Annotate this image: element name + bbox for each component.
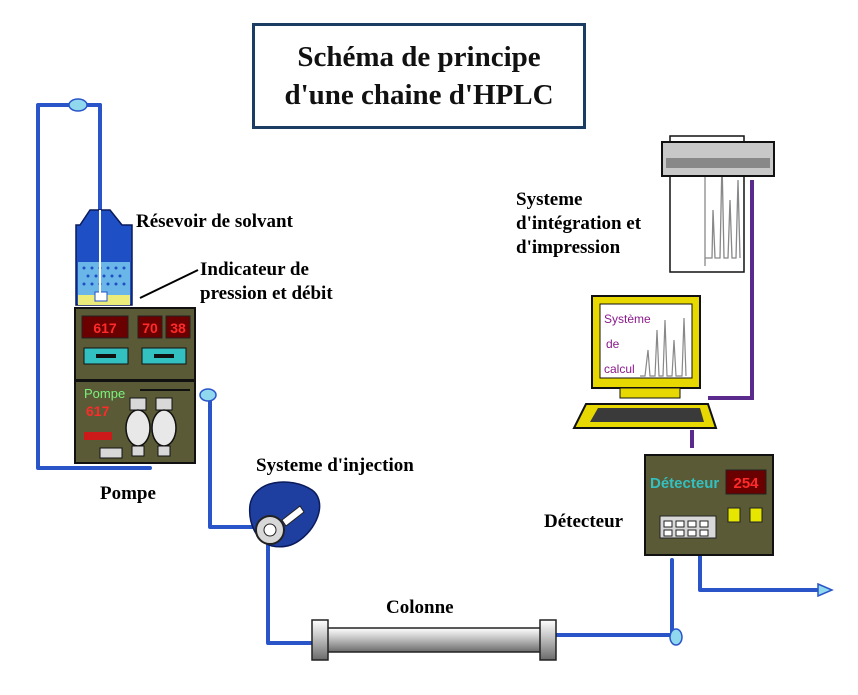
fitting-column-out-icon (669, 628, 683, 646)
label-integration: Systeme d'intégration et d'impression (516, 188, 641, 260)
pump-unit: Pompe 617 (74, 380, 196, 464)
label-integration-line1: Systeme (516, 189, 583, 210)
detector-connectors (659, 515, 717, 539)
label-integration-line2: d'intégration et (516, 213, 642, 234)
detector-display-label: Détecteur (650, 475, 719, 492)
flow-readout-2: 38 (170, 320, 186, 336)
tube-reservoir-to-pump (36, 103, 152, 470)
tube-column-to-detector (551, 558, 674, 637)
label-injection: Systeme d'injection (256, 455, 414, 476)
pump-display-label: Pompe (84, 386, 125, 401)
outlet-arrow-icon (817, 582, 834, 598)
detector-unit: Détecteur 254 (644, 454, 774, 556)
label-pump: Pompe (100, 483, 156, 504)
label-column: Colonne (386, 597, 454, 618)
computer: Système de calcul (572, 295, 718, 429)
tube-fittings (68, 98, 834, 646)
screen-line3: calcul (604, 362, 635, 376)
indicator-pointer (139, 269, 199, 299)
injection-valve (248, 481, 321, 548)
pump-display-value: 617 (86, 403, 110, 419)
label-indicator: Indicateur de pression et débit (200, 258, 333, 306)
label-integration-line3: d'impression (516, 237, 621, 258)
fitting-top-icon (68, 98, 88, 112)
title-line1: Schéma de principe (297, 41, 541, 73)
label-detector: Détecteur (544, 511, 624, 532)
pressure-readout: 617 (93, 320, 117, 336)
tube-injector-to-column (266, 543, 318, 645)
title-line2: d'une chaine d'HPLC (284, 79, 554, 111)
tube-pump-to-injector (208, 393, 260, 529)
label-indicator-line2: pression et débit (200, 283, 333, 304)
label-indicator-line1: Indicateur de (200, 259, 309, 280)
printer (661, 135, 775, 273)
solvent-reservoir (75, 209, 133, 306)
wavelength-readout: 254 (733, 475, 759, 492)
pump-head-left (125, 397, 151, 457)
tube-detector-outlet (698, 543, 830, 592)
wire-computer-to-printer (708, 180, 754, 400)
screen-line2: de (606, 337, 620, 351)
screen-line1: Système (604, 312, 651, 326)
hplc-column (311, 619, 557, 661)
flow-readout-1: 70 (142, 320, 158, 336)
pump-head-right (151, 397, 177, 457)
fitting-pump-outlet-icon (199, 388, 217, 402)
label-reservoir: Résevoir de solvant (136, 211, 293, 232)
signal-wires (690, 180, 754, 448)
diagram-title-box: Schéma de principe d'une chaine d'HPLC (252, 23, 586, 129)
pressure-indicator-unit: 617 70 38 (74, 307, 196, 381)
